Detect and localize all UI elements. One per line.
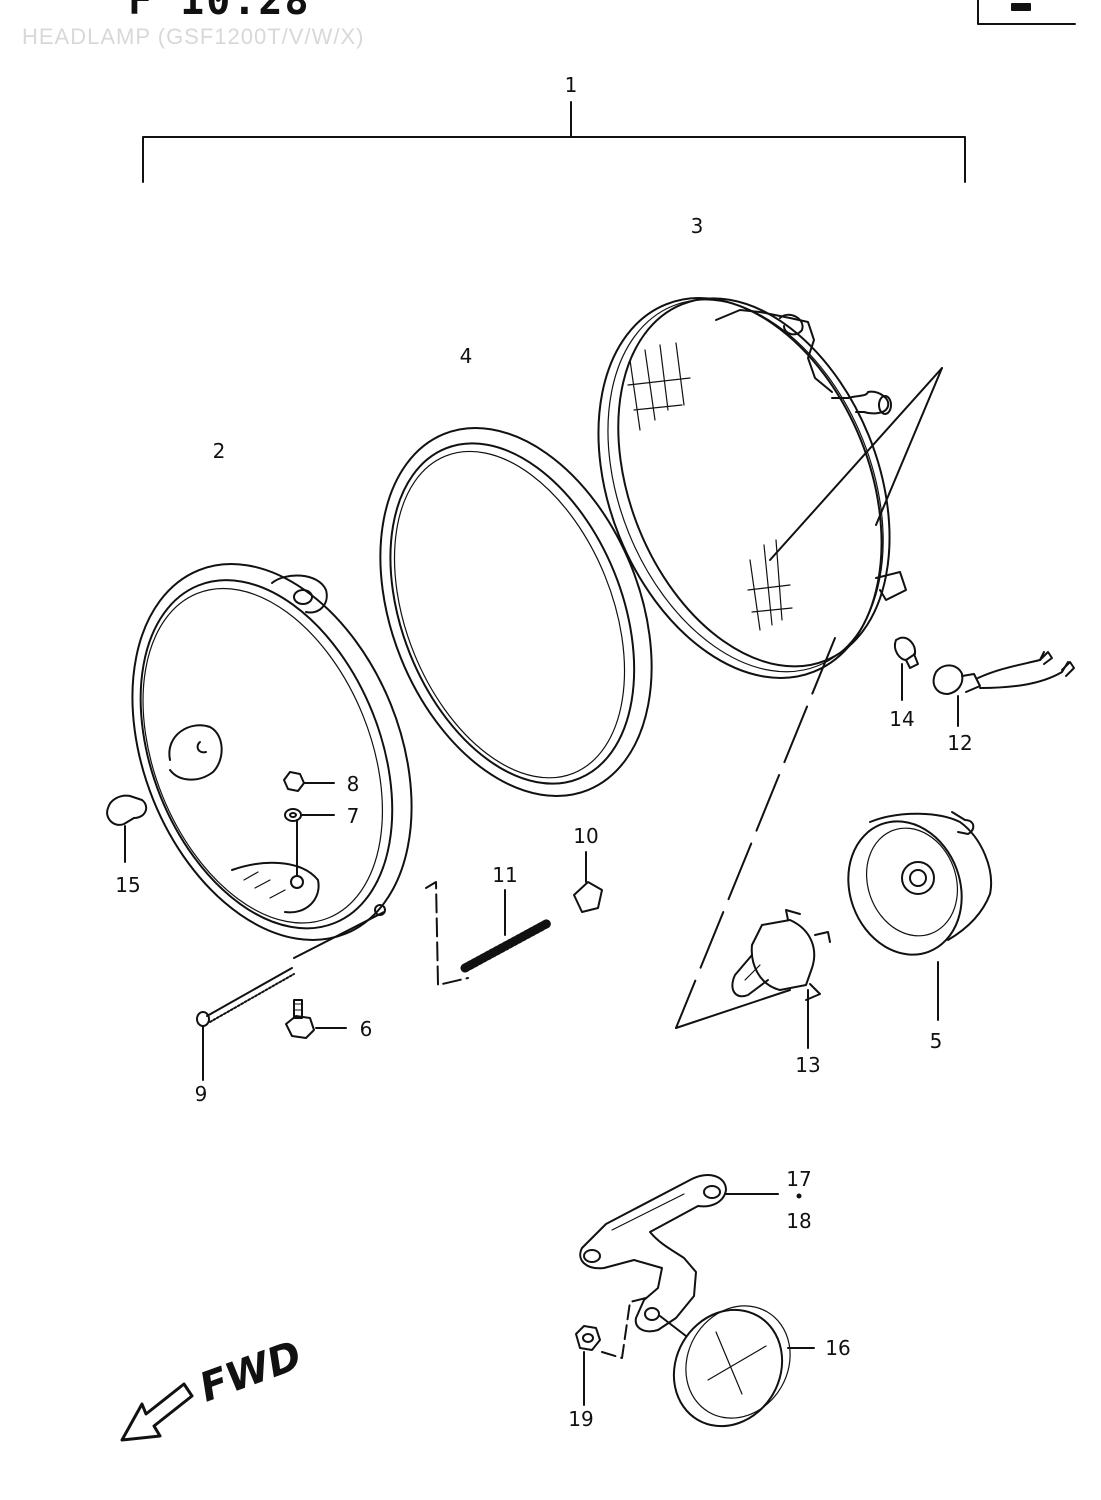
- callout-4: 4: [460, 344, 473, 368]
- rim-ring: [379, 427, 653, 797]
- callout-2: 2: [213, 439, 226, 463]
- callout-15: 15: [115, 873, 140, 897]
- assembly-bracket: [142, 136, 966, 183]
- hex-nut: [575, 1325, 601, 1351]
- washer: [284, 808, 302, 822]
- frame-corner: [977, 0, 1076, 25]
- callout-6: 6: [360, 1017, 373, 1041]
- leader-triangle-top: [875, 367, 943, 526]
- long-screw: [196, 967, 295, 1027]
- headlamp-lower-tab: [875, 571, 907, 601]
- callout-13: 13: [795, 1053, 820, 1077]
- leader-cap: [659, 1315, 687, 1337]
- frame-mark: [1011, 3, 1031, 11]
- callout-1: 1: [565, 73, 578, 97]
- leader-screw-path: [293, 911, 385, 959]
- grommet: [106, 794, 148, 826]
- callout-18: 18: [786, 1209, 811, 1233]
- headlamp-top-bracket: [715, 309, 833, 393]
- callout-10: 10: [573, 824, 598, 848]
- spring-nut: [573, 881, 603, 913]
- callout-11: 11: [492, 863, 517, 887]
- callout-9: 9: [195, 1082, 208, 1106]
- leader-spring-dashed: [425, 881, 469, 986]
- callout-8: 8: [347, 772, 360, 796]
- bolt: [285, 999, 315, 1039]
- callout-7: 7: [347, 804, 360, 828]
- housing-top-lug: [271, 574, 328, 614]
- fwd-label: FWD: [194, 1332, 308, 1411]
- headlamp-case: [847, 811, 992, 956]
- cover-cap: [672, 1305, 791, 1428]
- leader-triangle-inner: [769, 367, 943, 561]
- callout-5: 5: [930, 1029, 943, 1053]
- callout-16: 16: [825, 1336, 850, 1360]
- figure-number: F 10.28: [128, 0, 311, 24]
- halogen-bulb: [731, 909, 831, 1001]
- housing-side-tab: [168, 724, 223, 781]
- callout-labels: 1 2 3 4 5 6 7 8 9 10 11 12 13 14 15 16 1…: [115, 73, 972, 1431]
- position-bulb: [894, 636, 919, 669]
- figure-subtitle: HEADLAMP (GSF1200T/V/W/X): [22, 24, 365, 49]
- callout-19: 19: [568, 1407, 593, 1431]
- callout-12: 12: [947, 731, 972, 755]
- housing-bottom-mount: [231, 861, 320, 914]
- headlamp-socket: [831, 390, 890, 415]
- headlamp-unit-lens: [597, 297, 891, 679]
- arrow-left-down-icon: [120, 1382, 194, 1442]
- callout-3: 3: [691, 214, 704, 238]
- mounting-bracket: [579, 1174, 727, 1333]
- headlamp-housing: [131, 563, 413, 941]
- nut: [283, 771, 305, 792]
- adjusting-spring: [460, 918, 553, 973]
- leader-triangle-left: [675, 637, 836, 1029]
- position-socket: [932, 651, 1075, 695]
- callout-17: 17: [786, 1167, 811, 1191]
- leader-triangle-bottom: [675, 989, 791, 1029]
- leader-nut-dashed: [601, 1297, 647, 1359]
- callout-14: 14: [889, 707, 914, 731]
